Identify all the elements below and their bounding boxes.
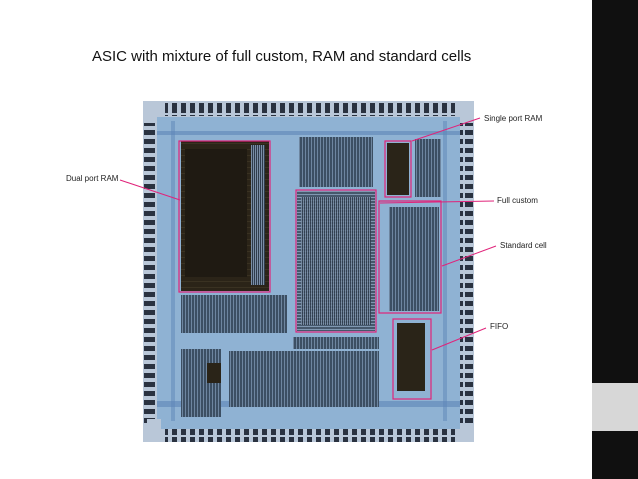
small-macro (207, 363, 221, 383)
label-full-custom: Full custom (497, 196, 538, 205)
bottom-pad-ring (165, 429, 455, 442)
sidebar-tab[interactable] (592, 383, 638, 431)
label-single-port-ram: Single port RAM (484, 114, 543, 123)
label-standard-cell: Standard cell (500, 241, 547, 250)
right-pad-ring (460, 123, 473, 423)
asic-die-photo (143, 101, 474, 442)
label-dual-port-ram: Dual port RAM (66, 174, 119, 183)
standard-cell-block (389, 207, 439, 311)
standard-cell-rows-bottom (229, 351, 379, 407)
top-pad-ring (165, 103, 455, 116)
fifo-block (397, 323, 425, 391)
slide-title: ASIC with mixture of full custom, RAM an… (92, 48, 472, 65)
single-port-ram-block (387, 143, 409, 195)
standard-cell-rows-top (299, 137, 373, 187)
left-pad-ring (144, 123, 157, 423)
label-fifo: FIFO (490, 322, 509, 331)
standard-cell-rows-left (181, 295, 287, 333)
